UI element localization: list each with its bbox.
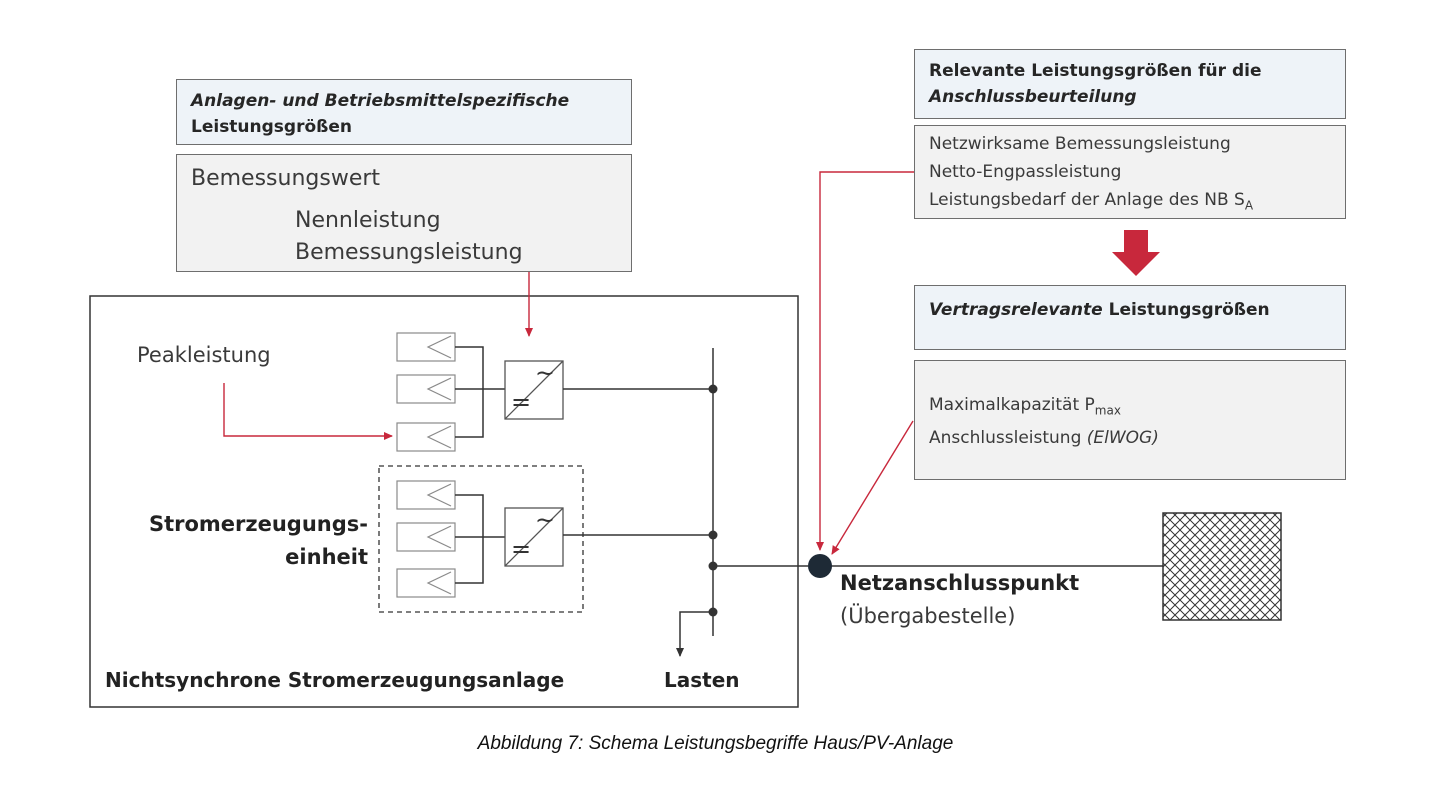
netzwirksame-label: Netzwirksame Bemessungsleistung	[929, 134, 1231, 154]
anlage-label: Nichtsynchrone Stromerzeugungsanlage	[105, 668, 565, 692]
relevante-box-header: Relevante Leistungsgrößen für die Anschl…	[914, 49, 1346, 119]
pv-module-icon	[396, 422, 456, 452]
pv-module-icon	[396, 568, 456, 598]
lasten-arrow	[676, 611, 713, 657]
bemessungsleistung-label: Bemessungsleistung	[295, 240, 523, 265]
netzanschlusspunkt-node	[808, 554, 832, 578]
elwog-text: (ElWOG)	[1086, 428, 1159, 449]
stromerzeugung-label-line1: Stromerzeugungs-	[148, 512, 368, 536]
pv-module-icon	[396, 522, 456, 552]
leistungsbedarf-subscript: A	[1244, 198, 1254, 213]
anschlussleistung-label: Anschlussleistung (ElWOG)	[929, 424, 1331, 452]
pv-module-icon	[396, 480, 456, 510]
vertrags-box-header-italic: Vertragsrelevante	[929, 300, 1103, 320]
anlagen-box-header-line1: Anlagen- und Betriebsmittelspezifische	[191, 91, 570, 111]
inverter-lower-ac-symbol: ~	[535, 506, 556, 534]
lasten-label: Lasten	[664, 668, 740, 692]
big-down-arrow-icon	[1112, 230, 1160, 276]
stromerzeugungseinheit-frame	[378, 465, 584, 613]
pv-module-group-upper	[396, 332, 505, 452]
figure-caption: Abbildung 7: Schema Leistungsbegriffe Ha…	[477, 733, 954, 754]
netzanschlusspunkt-label: Netzanschlusspunkt	[840, 571, 1080, 595]
maximalkapazitaet-label: Maximalkapazität Pmax	[929, 391, 1331, 424]
relevante-box-header-line1: Relevante Leistungsgrößen für die	[929, 61, 1262, 81]
arrow-peakleistung-to-module	[223, 383, 393, 440]
leistungsbedarf-text: Leistungsbedarf der Anlage des NB S	[929, 190, 1245, 210]
anschlussleistung-text: Anschlussleistung	[929, 428, 1087, 449]
inverter-lower-dc-symbol: =	[511, 535, 532, 563]
maximalkapazitaet-text: Maximalkapazität P	[929, 395, 1095, 415]
arrow-vertrags-to-node	[831, 420, 914, 555]
relevante-box-header-line2: Anschlussbeurteilung	[929, 87, 1137, 107]
bemessungswert-label: Bemessungswert	[191, 166, 381, 191]
vertrags-box-body: Maximalkapazität Pmax Anschlussleistung …	[914, 360, 1346, 480]
anlagen-box-header: Anlagen- und Betriebsmittelspezifische L…	[176, 79, 632, 145]
anlage-frame	[89, 295, 799, 708]
inverter-icon-lower	[504, 507, 564, 567]
anlagen-box-body: Bemessungswert Nennleistung Bemessungsle…	[176, 154, 632, 272]
nennleistung-label: Nennleistung	[295, 208, 441, 233]
leistungsbedarf-label: Leistungsbedarf der Anlage des NB SA	[929, 186, 1331, 219]
inverter-icon-upper	[504, 360, 564, 420]
pv-module-icon	[396, 374, 456, 404]
anlagen-box-header-line2: Leistungsgrößen	[191, 117, 353, 137]
pv-module-group-lower	[396, 480, 505, 598]
peakleistung-label: Peakleistung	[137, 343, 271, 367]
inverter-upper-ac-symbol: ~	[535, 359, 556, 387]
vertrags-box-header: Vertragsrelevante Leistungsgrößen	[914, 285, 1346, 350]
inverter-upper-dc-symbol: =	[511, 388, 532, 416]
stromerzeugung-label-line2: einheit	[285, 545, 368, 569]
relevante-box-body: Netzwirksame Bemessungsleistung Netto-En…	[914, 125, 1346, 219]
uebergabestelle-label: (Übergabestelle)	[840, 604, 1016, 628]
arrow-relevante-to-node	[816, 171, 916, 551]
netto-engpass-label: Netto-Engpassleistung	[929, 162, 1122, 182]
vertrags-box-header-rest: Leistungsgrößen	[1102, 300, 1270, 320]
grid-symbol	[1162, 512, 1282, 621]
pv-module-icon	[396, 332, 456, 362]
maximalkapazitaet-subscript: max	[1094, 403, 1121, 418]
busbar	[563, 348, 808, 636]
